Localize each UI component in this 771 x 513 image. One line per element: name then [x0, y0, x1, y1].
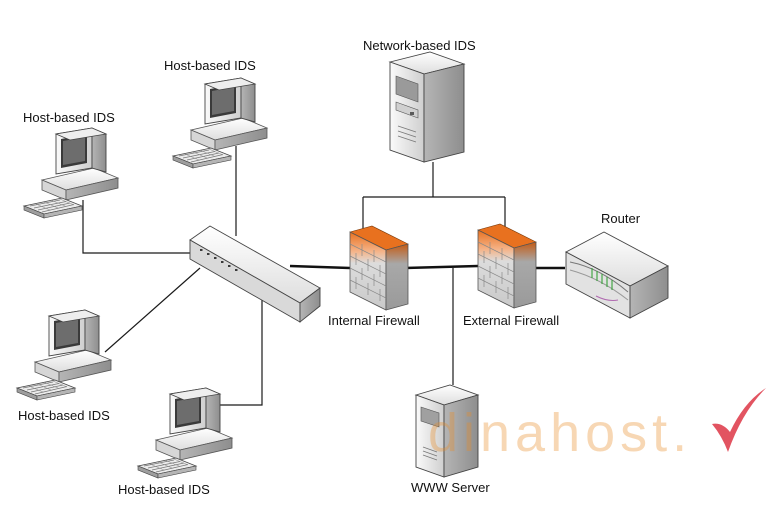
- external-firewall-label: External Firewall: [463, 313, 560, 328]
- internal-firewall-icon: [349, 225, 409, 311]
- network-ids-tower: [388, 51, 466, 163]
- external-firewall-icon: [477, 223, 537, 309]
- line-host-left-bottom: [104, 267, 201, 353]
- line-switch-internal: [289, 264, 351, 270]
- host-left-top-computer-icon: [23, 127, 119, 219]
- internal-firewall-label: Internal Firewall: [328, 313, 420, 328]
- host-bottom-computer-icon: [137, 387, 233, 479]
- host-ids-top-label: Host-based IDS: [164, 58, 256, 73]
- www-server-tower: [414, 384, 480, 478]
- connection-lines: [82, 146, 506, 406]
- host-left-bottom-computer-icon: [16, 309, 112, 401]
- router-label: Router: [601, 211, 641, 226]
- network-ids-label: Network-based IDS: [363, 38, 476, 53]
- host-ids-left-top-label: Host-based IDS: [23, 110, 115, 125]
- network-switch-icon: [189, 225, 321, 323]
- host-ids-bottom-label: Host-based IDS: [118, 482, 210, 497]
- host-ids-left-bottom-label: Host-based IDS: [18, 408, 110, 423]
- backbone-lines: [289, 264, 565, 270]
- line-internal-external: [404, 264, 479, 270]
- router-icon: [565, 231, 669, 319]
- watermark-check-icon: [712, 388, 766, 452]
- host-top-computer-icon: [172, 77, 268, 169]
- line-host-bottom: [217, 300, 263, 406]
- line-host-left-top: [82, 200, 195, 254]
- watermark-text: dinahost.: [428, 403, 693, 463]
- www-server-label: WWW Server: [411, 480, 490, 495]
